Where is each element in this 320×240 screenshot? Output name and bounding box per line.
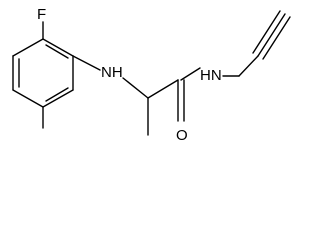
ring-n-bond: [72, 55, 101, 71]
fluorine-label: F: [37, 6, 46, 23]
amine-label: NH: [101, 64, 123, 81]
triple-bond: [252, 10, 291, 60]
benzene-ring: [12, 38, 74, 108]
ring-bond: [42, 38, 74, 57]
carbonyl-n-bond: [180, 67, 201, 81]
ring-bond: [12, 38, 44, 57]
ch2-alkyne-bond: [238, 55, 259, 77]
chemical-structure: F NH O HN: [12, 6, 291, 144]
oxygen-label: O: [176, 127, 188, 144]
triple-bond-line: [262, 16, 291, 60]
ring-bond: [42, 89, 74, 108]
calpha-carbonyl-bond: [147, 79, 179, 99]
ring-double-bond: [45, 87, 69, 102]
ring-double-bond: [45, 44, 69, 59]
amide-nh-label: HN: [200, 67, 222, 84]
triple-bond-line: [252, 10, 281, 54]
triple-bond-line: [257, 13, 286, 57]
n-calpha-bond: [122, 77, 149, 99]
ring-bond: [12, 89, 44, 108]
